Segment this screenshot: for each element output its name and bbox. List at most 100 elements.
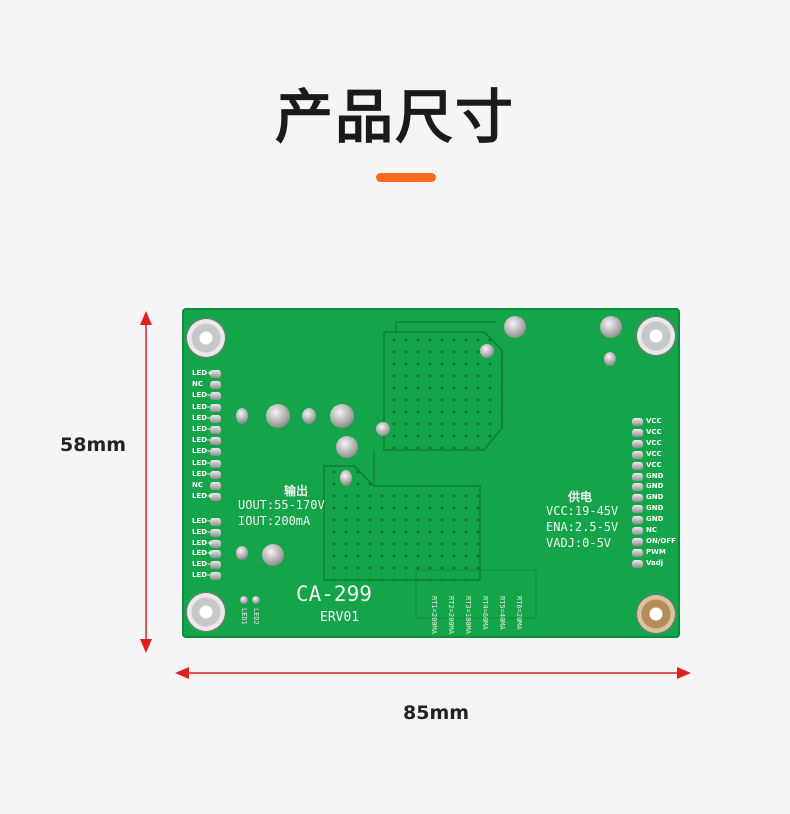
header-pin [210,392,221,401]
header-pin [632,505,643,514]
header-pin [210,528,221,537]
header-pin [210,370,221,378]
resistor-label: RT1=200MA [430,596,438,634]
header-pin [210,493,221,502]
header-pin [210,448,221,457]
mounting-hole-bottom-left [186,592,226,632]
led-pad [252,596,260,604]
resistor-label: RT3=100MA [464,596,472,634]
solder-pad [236,408,248,424]
header-pin [210,482,221,490]
pin-label: NC [192,481,203,489]
mounting-hole-top-right [636,316,676,356]
solder-pad [336,436,358,458]
pin-label: LED- [192,458,211,467]
height-arrow-head-top [140,311,152,325]
pin-label: VCC [646,427,662,436]
pin-label: NC [192,380,203,389]
solder-pad [376,422,390,436]
header-pin [210,470,221,479]
solder-pad [504,316,526,338]
led-pad [240,596,248,604]
header-pin [632,439,643,448]
resistor-label: RT2=200MA [447,596,455,634]
led-indicator-label: LED2 [252,608,260,625]
header-pin [210,381,221,390]
header-pin [632,472,643,481]
power-ena: ENA:2.5-5V [546,520,619,534]
output-heading: 输出 [284,484,309,498]
header-pin [632,537,643,546]
header-pin [210,459,221,468]
pin-label: NC [646,526,657,534]
header-pin [632,450,643,459]
header-pin [210,539,221,548]
pin-label: LED- [192,527,211,536]
pin-label: VCC [646,460,662,469]
header-pin [632,516,643,525]
header-pin [632,418,643,426]
pin-label: LED- [192,436,211,445]
header-pin [632,428,643,437]
pin-label: GND [646,482,664,491]
header-pin [210,426,221,434]
output-voltage: UOUT:55-170V [238,498,325,512]
pin-label: GND [646,515,664,524]
width-dimension-label: 85mm [403,702,470,724]
mounting-hole-top-left [186,318,226,358]
pin-label: GND [646,471,664,480]
solder-pad [330,404,354,428]
board-model: CA-299 [296,582,372,606]
power-vcc: VCC:19-45V [546,504,619,518]
height-arrow-head-bottom [140,639,152,653]
pin-label: VCC [646,438,662,447]
pin-label: VCC [646,449,662,458]
title-accent-bar [376,173,436,182]
pin-label: LED- [192,413,211,422]
header-pin [210,437,221,446]
pin-label: LED+ [192,538,213,547]
pin-label: LED- [192,425,211,433]
pin-label: LED- [192,469,211,478]
resistor-label: RT4=60MA [481,596,489,630]
header-pin [210,572,221,580]
mounting-hole-bottom-right [636,594,676,634]
led-indicator-label: LED1 [240,608,248,625]
solder-pad [340,470,352,486]
solder-pad [600,316,622,338]
pin-label: ON/OFF [646,536,676,545]
pcb-traces [323,321,537,619]
power-vadj: VADJ:0-5V [546,536,612,550]
header-pin [210,518,221,526]
pin-label: GND [646,504,664,513]
height-dimension-label: 58mm [60,434,127,456]
header-pin [632,461,643,470]
pin-label: PWM [646,547,666,556]
pin-label: LED- [192,571,211,579]
solder-pad [262,544,284,566]
header-pin [632,527,643,535]
resistor-label: RT6=20MA [515,596,523,630]
solder-pad [480,344,494,358]
pin-label: LED- [192,391,211,400]
resistor-label: RT5=40MA [498,596,506,630]
pin-label: LED- [192,517,211,525]
pin-label: LED- [192,402,211,411]
header-pin [632,494,643,503]
pin-label: LED+ [192,549,213,558]
pin-label: VCC [646,417,662,425]
width-arrow-head-right [677,667,691,679]
pin-label: LED- [192,447,211,456]
header-pin [632,548,643,557]
pin-label: LED+ [192,369,213,377]
board-revision: ERV01 [320,610,360,625]
width-arrow-head-left [175,667,189,679]
pin-label: LED- [192,560,211,569]
header-pin [210,561,221,570]
page-title: 产品尺寸 [274,83,515,151]
solder-pad [236,546,248,560]
header-pin [632,483,643,492]
header-pin [210,550,221,559]
solder-pad [266,404,290,428]
